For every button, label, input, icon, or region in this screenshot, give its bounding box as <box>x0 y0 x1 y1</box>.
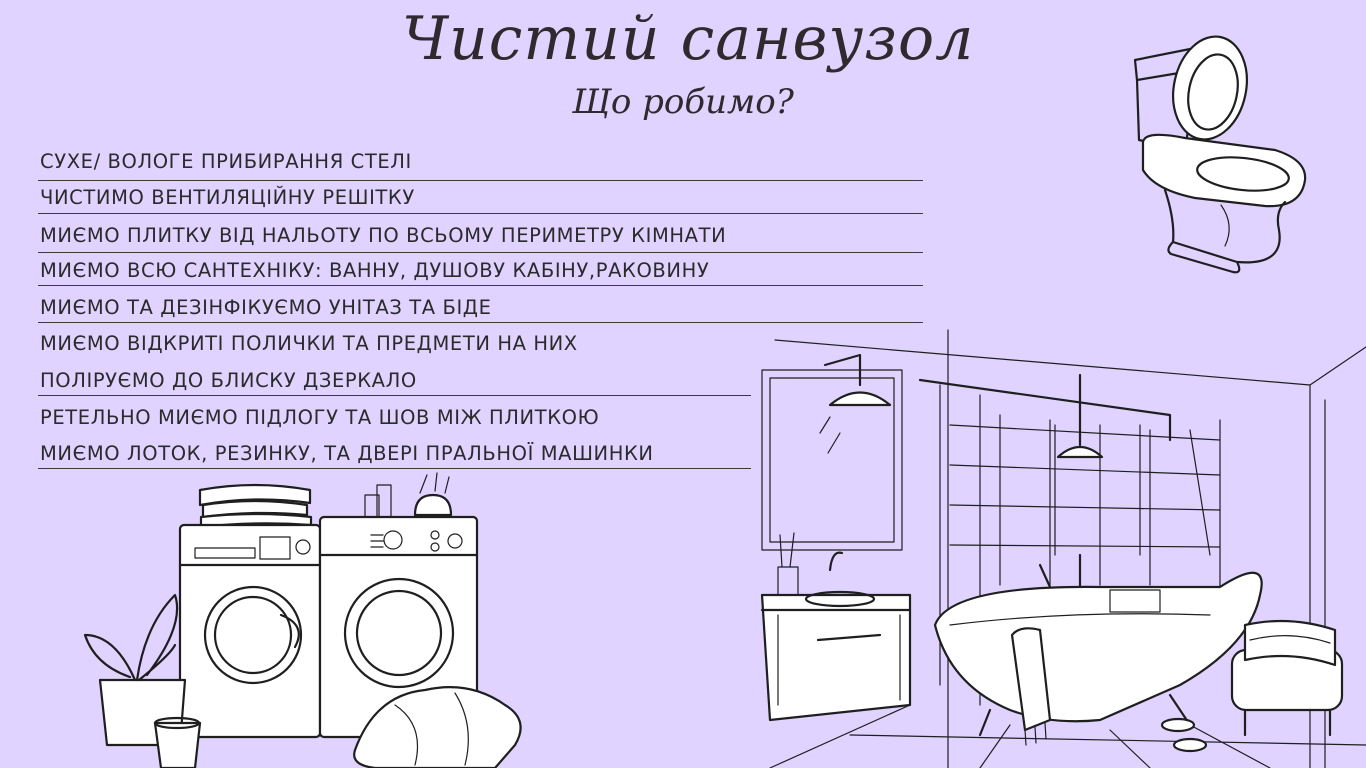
page-subtitle: Що робимо? <box>572 82 794 122</box>
laundry-illustration <box>83 472 522 768</box>
divider <box>38 468 751 469</box>
task-item: СУХЕ/ ВОЛОГЕ ПРИБИРАННЯ СТЕЛІ <box>40 150 412 173</box>
task-item: РЕТЕЛЬНО МИЄМО ПІДЛОГУ ТА ШОВ МІЖ ПЛИТКО… <box>40 406 600 429</box>
divider <box>38 322 923 323</box>
task-item: ПОЛІРУЄМО ДО БЛИСКУ ДЗЕРКАЛО <box>40 369 417 392</box>
divider <box>38 213 923 214</box>
task-item: МИЄМО ЛОТОК, РЕЗИНКУ, ТА ДВЕРІ ПРАЛЬНОЇ … <box>40 442 654 465</box>
toilet-icon <box>1133 35 1307 274</box>
divider <box>38 252 923 253</box>
task-item: ЧИСТИМО ВЕНТИЛЯЦІЙНУ РЕШІТКУ <box>40 186 415 209</box>
divider <box>38 395 751 396</box>
divider <box>38 180 923 181</box>
task-item: МИЄМО ПЛИТКУ ВІД НАЛЬОТУ ПО ВСЬОМУ ПЕРИМ… <box>40 224 727 247</box>
task-item: МИЄМО ВІДКРИТІ ПОЛИЧКИ ТА ПРЕДМЕТИ НА НИ… <box>40 332 578 355</box>
divider <box>38 285 923 286</box>
task-item: МИЄМО ТА ДЕЗІНФІКУЄМО УНІТАЗ ТА БІДЕ <box>40 296 492 319</box>
bathroom-illustration <box>760 329 1366 768</box>
page-title: Чистий санвузол <box>401 4 975 74</box>
task-item: МИЄМО ВСЮ САНТЕХНІКУ: ВАННУ, ДУШОВУ КАБІ… <box>40 259 710 282</box>
